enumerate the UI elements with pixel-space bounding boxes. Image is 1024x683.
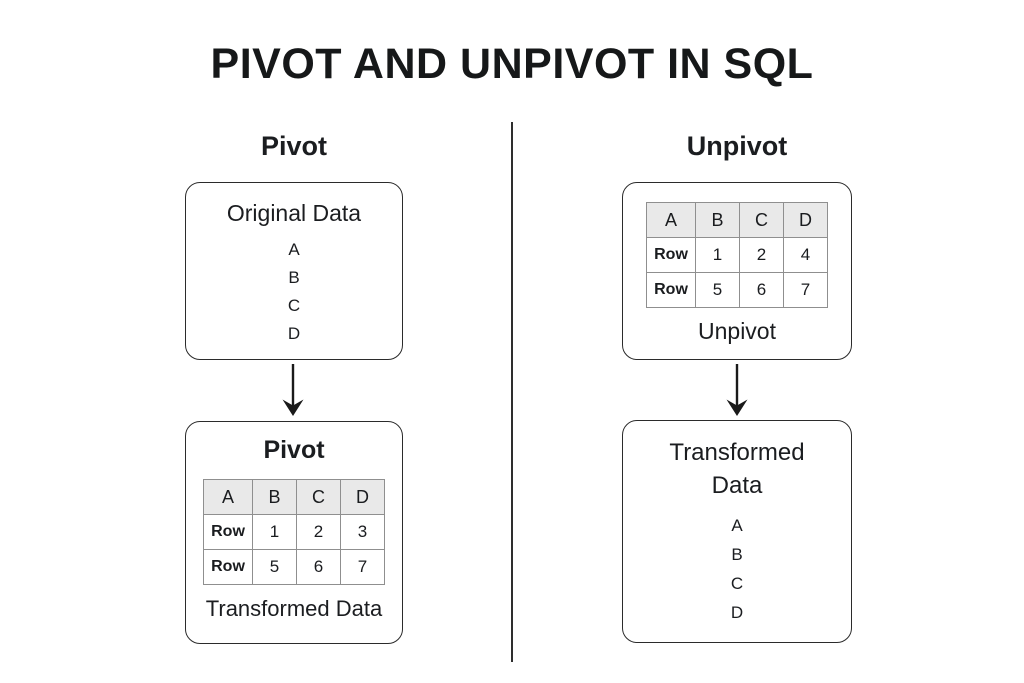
table-header-row: A B C D [203, 479, 385, 515]
table-cell: 5 [252, 549, 297, 585]
table-row: Row 1 2 4 [646, 237, 828, 273]
list-item: A [731, 516, 743, 535]
box-title: Pivot [263, 436, 325, 464]
table-header-cell: C [296, 479, 341, 515]
unpivot-source-table: A B C D Row 1 2 4 Row 5 6 7 [646, 202, 828, 308]
table-row: Row 5 6 7 [203, 549, 385, 585]
list-item: B [288, 268, 300, 287]
table-cell: 7 [340, 549, 385, 585]
table-cell: 4 [783, 237, 828, 273]
unpivot-result-box: Transformed Data A B C D [622, 420, 852, 643]
table-cell: Row [203, 514, 253, 550]
table-row: Row 5 6 7 [646, 272, 828, 308]
table-cell: 1 [252, 514, 297, 550]
box-title: Transformed Data [669, 439, 805, 499]
table-cell: 6 [739, 272, 784, 308]
list-item: D [287, 324, 301, 343]
box-title: Original Data [226, 200, 362, 226]
arrow-down-icon [726, 364, 748, 416]
column-letter-list: A B C D [186, 236, 402, 348]
pivot-original-data-box: Original Data A B C D [185, 182, 403, 360]
column-letter-list: A B C D [623, 511, 851, 627]
table-cell: 5 [695, 272, 740, 308]
table-header-cell: D [340, 479, 385, 515]
table-cell: 1 [695, 237, 740, 273]
unpivot-source-box: A B C D Row 1 2 4 Row 5 6 7 [622, 182, 852, 360]
table-cell: 2 [739, 237, 784, 273]
table-header-row: A B C D [646, 202, 828, 238]
unpivot-section-heading: Unpivot [686, 131, 788, 161]
table-cell: 7 [783, 272, 828, 308]
table-header-cell: B [252, 479, 297, 515]
table-header-cell: B [695, 202, 740, 238]
list-item: D [730, 603, 744, 622]
column-divider [511, 122, 513, 662]
box-caption: Transformed Data [205, 596, 383, 621]
table-header-cell: C [739, 202, 784, 238]
list-item: C [287, 296, 301, 315]
pivot-result-box: Pivot A B C D Row 1 2 3 Row 5 [185, 421, 403, 644]
table-cell: 2 [296, 514, 341, 550]
table-cell: Row [646, 237, 696, 273]
table-row: Row 1 2 3 [203, 514, 385, 550]
table-header-cell: A [646, 202, 696, 238]
pivot-section-heading: Pivot [260, 131, 327, 161]
table-header-cell: A [203, 479, 253, 515]
page-title: PIVOT AND UNPIVOT IN SQL [210, 40, 814, 88]
box-caption: Unpivot [698, 318, 776, 344]
list-item: A [288, 240, 300, 259]
list-item: C [730, 574, 744, 593]
table-cell: 3 [340, 514, 385, 550]
table-cell: Row [646, 272, 696, 308]
list-item: B [731, 545, 743, 564]
table-cell: Row [203, 549, 253, 585]
pivot-result-table: A B C D Row 1 2 3 Row 5 6 7 [203, 479, 385, 585]
table-cell: 6 [296, 549, 341, 585]
table-header-cell: D [783, 202, 828, 238]
arrow-down-icon [282, 364, 304, 416]
